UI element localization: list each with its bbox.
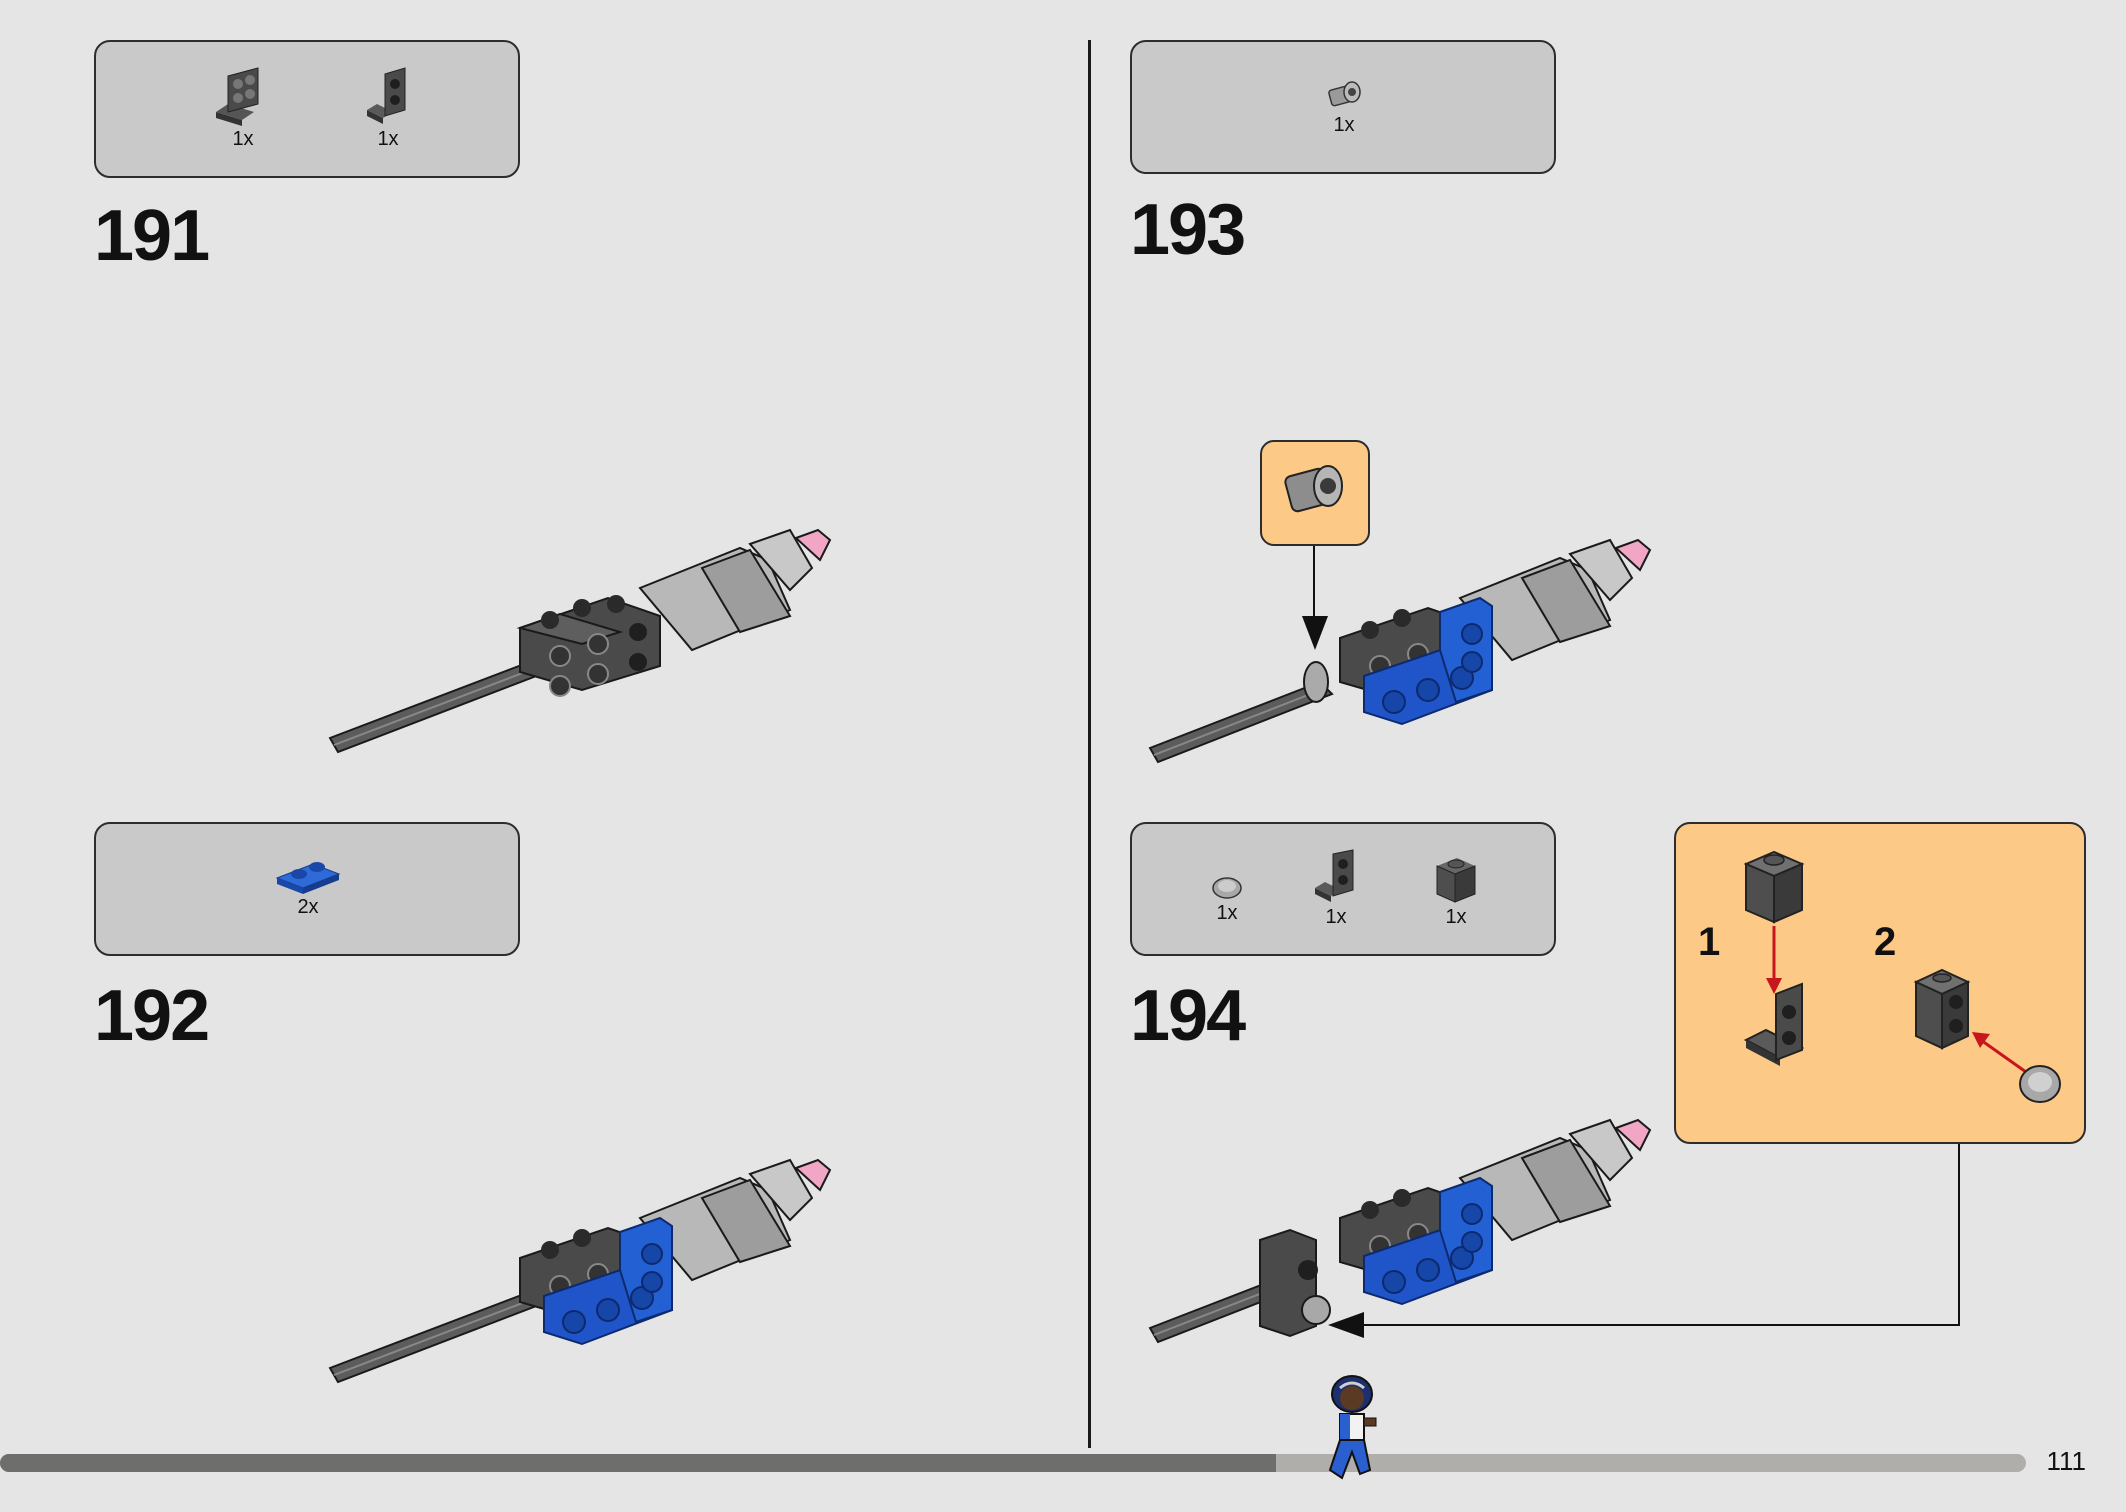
part-item: 1x (1428, 852, 1484, 929)
callout-leader-line (1958, 1144, 1960, 1326)
bracket-1x2-dark-gray-icon (367, 67, 406, 124)
callout-leader-line (1346, 1324, 1960, 1326)
step-number: 191 (94, 196, 210, 276)
substep-number: 2 (1874, 920, 1897, 964)
parts-list-step-193: 1x (1130, 40, 1556, 174)
step-number: 193 (1130, 190, 1246, 270)
model-assembly-step-193 (1148, 538, 1652, 764)
brick-1x1-with-stud-dark-gray-icon (1436, 858, 1476, 903)
progress-bar (0, 1454, 2026, 1472)
page-number: 111 (2046, 1446, 2086, 1476)
model-assembly-step-194 (1148, 1118, 1652, 1344)
step-number: 192 (94, 976, 210, 1056)
plate-1x2-blue-icon (275, 862, 341, 894)
part-quantity: 1x (1325, 906, 1347, 928)
round-tile-light-gray-icon (1212, 877, 1242, 899)
substep-1-illustration (1743, 850, 1805, 1066)
model-assembly-step-191 (328, 528, 832, 754)
part-quantity: 1x (1216, 902, 1238, 924)
part-quantity: 1x (377, 128, 399, 150)
callout-subassembly: 1 2 (1674, 822, 2086, 1144)
part-quantity: 1x (1445, 906, 1467, 928)
arrow-left-icon (1328, 1312, 1364, 1338)
bush-light-gray-icon (1328, 81, 1361, 107)
substep-2-illustration (1913, 968, 2061, 1103)
callout-bush-zoom (1260, 440, 1370, 546)
part-quantity: 1x (1333, 114, 1355, 136)
model-assembly-step-192 (328, 1158, 832, 1384)
step-number: 194 (1130, 976, 1246, 1056)
part-item: 1x (1314, 78, 1374, 137)
part-item: 1x (208, 64, 278, 151)
part-quantity: 1x (232, 128, 254, 150)
part-item: 1x (1306, 848, 1366, 929)
parts-list-step-191: 1x 1x (94, 40, 520, 178)
parts-list-step-194: 1x 1x 1x (1130, 822, 1556, 956)
bush-light-gray-icon (1284, 465, 1343, 513)
progress-bar-fill (0, 1454, 1277, 1472)
part-item: 1x (1202, 874, 1252, 925)
page-divider (1088, 40, 1091, 1448)
part-item: 2x (268, 854, 348, 919)
part-item: 1x (358, 64, 418, 151)
arrow-down-icon (1302, 616, 1328, 650)
bracket-plate-2x2-dark-gray-icon (216, 67, 259, 126)
callout-leader-line (1313, 546, 1315, 622)
minifigure-mascot-icon (1328, 1375, 1377, 1480)
part-quantity: 2x (297, 896, 319, 918)
bracket-1x2-dark-gray-icon (1315, 849, 1354, 902)
substep-number: 1 (1698, 920, 1721, 964)
parts-list-step-192: 2x (94, 822, 520, 956)
